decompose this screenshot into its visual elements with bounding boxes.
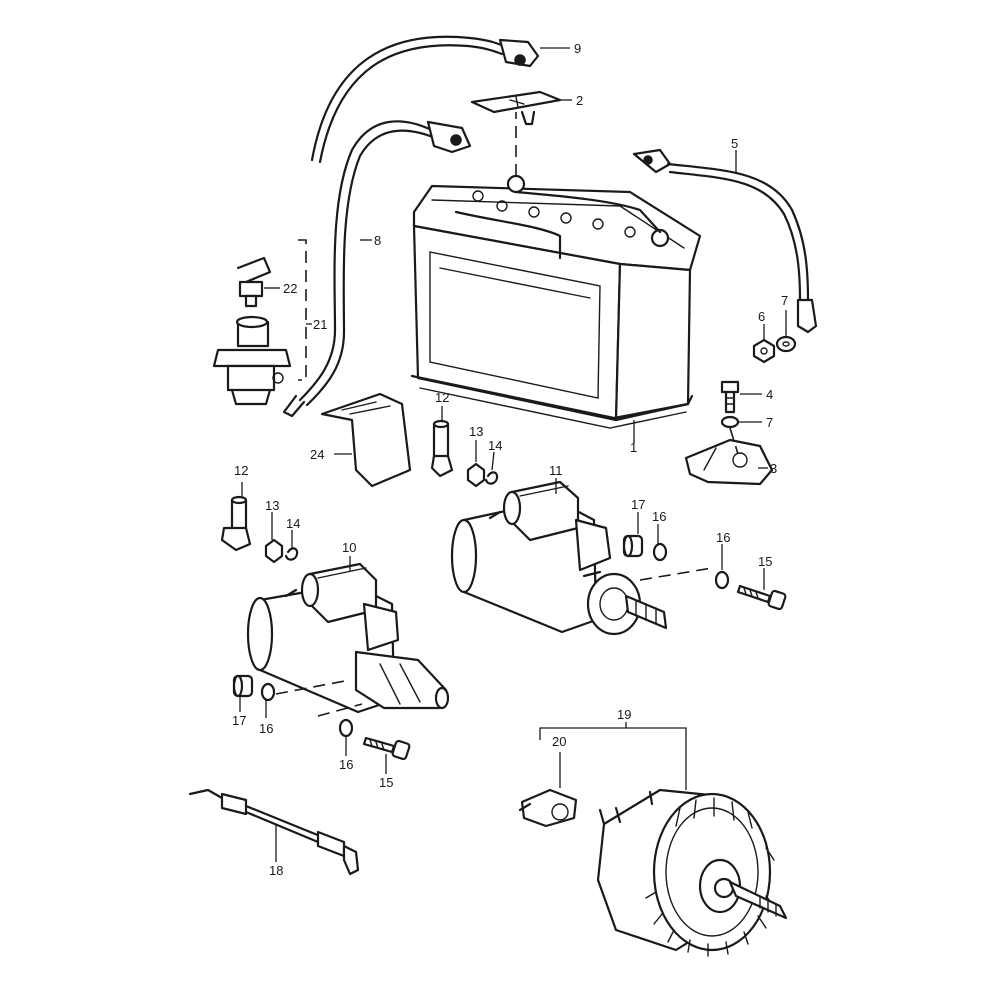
callout-22: 22 — [283, 281, 297, 296]
terminal-cover-2 — [470, 90, 562, 126]
cable-8 — [282, 120, 472, 418]
callout-16-upper-a: 16 — [652, 509, 666, 524]
callout-9: 9 — [574, 41, 581, 56]
callout-24: 24 — [310, 447, 324, 462]
callout-12-lower: 12 — [234, 463, 248, 478]
callout-7-upper: 7 — [781, 293, 788, 308]
assembly-line-lower-b — [317, 703, 363, 717]
cable-9 — [310, 35, 540, 164]
callout-5: 5 — [731, 136, 738, 151]
callout-21: 21 — [313, 317, 327, 332]
washer-7-lower — [720, 415, 740, 429]
callout-3: 3 — [770, 461, 777, 476]
assembly-line-upper — [639, 567, 713, 581]
leader-lines — [239, 47, 787, 862]
alternator-19 — [596, 788, 788, 957]
callout-17-lower: 17 — [232, 713, 246, 728]
bolt-15-upper — [736, 584, 787, 611]
bushing-17-upper — [622, 534, 644, 558]
battery-1 — [410, 112, 702, 429]
callout-15-upper: 15 — [758, 554, 772, 569]
callout-labels: 9 2 5 8 22 21 6 7 4 7 1 3 24 12 13 14 11… — [232, 41, 788, 878]
callout-13-lower: 13 — [265, 498, 279, 513]
regulator-20 — [518, 788, 578, 828]
callout-16-upper-b: 16 — [716, 530, 730, 545]
bolt-4 — [720, 380, 740, 414]
callout-12-upper: 12 — [435, 390, 449, 405]
bracket-3 — [684, 427, 774, 486]
terminal-12-lower — [220, 495, 252, 552]
nut-13-upper — [466, 462, 486, 488]
starter-motor-11 — [450, 480, 668, 636]
callout-7-lower: 7 — [766, 415, 773, 430]
lockwasher-14-lower — [284, 547, 299, 561]
callout-16-lower-b: 16 — [339, 757, 353, 772]
washer-16-upper-b — [714, 570, 730, 590]
bracket-19 — [539, 722, 687, 790]
bolt-15-lower — [362, 736, 411, 761]
callout-10: 10 — [342, 540, 356, 555]
key-22 — [236, 256, 272, 308]
lockwasher-14-upper — [484, 471, 499, 485]
callout-18: 18 — [269, 863, 283, 878]
callout-16-lower-a: 16 — [259, 721, 273, 736]
callout-1: 1 — [630, 440, 637, 455]
callout-11: 11 — [549, 463, 563, 478]
nut-13-lower — [264, 538, 284, 564]
nut-6 — [752, 338, 776, 364]
callout-19: 19 — [617, 707, 631, 722]
washer-16-lower-b — [338, 718, 354, 738]
callout-8: 8 — [374, 233, 381, 248]
callout-14-upper: 14 — [488, 438, 502, 453]
callout-2: 2 — [576, 93, 583, 108]
assembly-line-lower-a — [275, 679, 351, 695]
callout-20: 20 — [552, 734, 566, 749]
starter-motor-10 — [246, 562, 450, 714]
callout-13-upper: 13 — [469, 424, 483, 439]
washer-7-upper — [775, 335, 797, 353]
washer-16-lower-a — [260, 682, 276, 702]
cover-24 — [320, 392, 412, 488]
terminal-12-upper — [430, 419, 454, 478]
callout-14-lower: 14 — [286, 516, 300, 531]
battery-switch-21 — [212, 315, 292, 406]
cable-5 — [632, 148, 818, 334]
bushing-17-lower — [232, 674, 254, 698]
callout-15-lower: 15 — [379, 775, 393, 790]
ground-strap-18 — [188, 788, 360, 876]
callout-4: 4 — [766, 387, 773, 402]
washer-16-upper-a — [652, 542, 668, 562]
callout-6: 6 — [758, 309, 765, 324]
callout-17-upper: 17 — [631, 497, 645, 512]
switch-assembly-bracket — [298, 239, 307, 381]
